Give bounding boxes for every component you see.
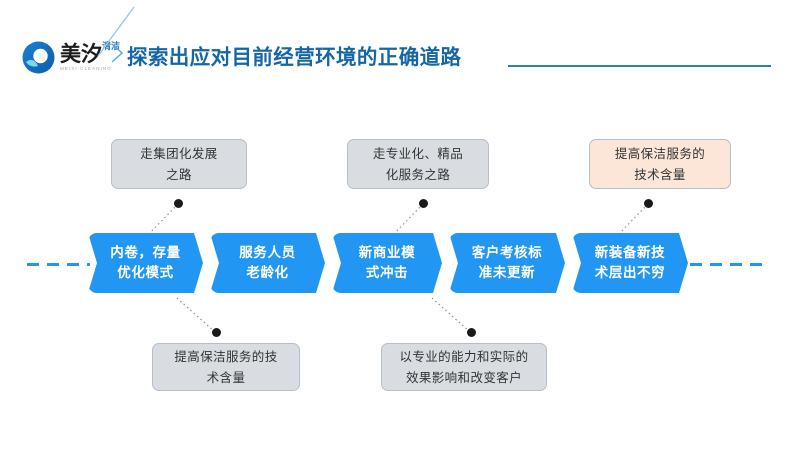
timeline-item-1[interactable]: 内卷，存量 优化模式 <box>88 233 203 293</box>
note-line-1: 走专业化、精品 <box>372 146 464 161</box>
note-line-1: 提高保洁服务的 <box>614 146 706 161</box>
note-card-bottom-2[interactable]: 以专业的能力和实际的 效果影响和改变客户 <box>381 343 547 391</box>
timeline-item-2[interactable]: 服务人员 老龄化 <box>210 233 325 293</box>
note-line-2: 之路 <box>166 167 192 182</box>
timeline-item-label-line1: 内卷，存量 <box>110 245 181 261</box>
note-card-top-1[interactable]: 走集团化发展 之路 <box>111 139 247 189</box>
timeline-item-label-line2: 准未更新 <box>478 265 536 281</box>
brand-logo-icon <box>22 41 55 74</box>
timeline-dashed-line-left <box>27 263 90 266</box>
timeline-item-label-line2: 式冲击 <box>365 265 409 281</box>
note-line-2: 技术含量 <box>634 167 686 182</box>
note-line-1: 走集团化发展 <box>140 146 218 161</box>
connector-dot <box>467 328 476 337</box>
note-card-bottom-1[interactable]: 提高保洁服务的技 术含量 <box>152 343 300 391</box>
note-line-1: 以专业的能力和实际的 <box>399 349 529 364</box>
note-line-2: 效果影响和改变客户 <box>405 370 523 385</box>
connector-bottom-2 <box>430 296 500 344</box>
timeline-item-4[interactable]: 客户考核标 准未更新 <box>449 233 565 293</box>
connector-dot <box>212 328 221 337</box>
timeline-item-label-line2: 术层出不穷 <box>594 265 666 281</box>
brand-name-cn: 美汐 <box>60 42 102 66</box>
slide-header: 美汐清洁 MEIXI CLEANING 探索出应对目前经营环境的正确道路 <box>0 0 800 90</box>
page-title: 探索出应对目前经营环境的正确道路 <box>127 45 462 69</box>
note-line-2: 化服务之路 <box>385 167 451 182</box>
timeline-item-label-line1: 新装备新技 <box>594 245 666 261</box>
brand-name-en: MEIXI CLEANING <box>60 66 112 71</box>
timeline-item-5[interactable]: 新装备新技 术层出不穷 <box>572 233 688 293</box>
note-card-top-2[interactable]: 走专业化、精品 化服务之路 <box>347 139 489 189</box>
note-card-top-3[interactable]: 提高保洁服务的 技术含量 <box>589 139 731 189</box>
note-line-1: 提高保洁服务的技 <box>174 349 278 364</box>
header-diagonal-line-icon <box>96 6 136 58</box>
connector-dot <box>644 199 653 208</box>
timeline-item-label-line2: 老龄化 <box>246 265 289 281</box>
connector-bottom-1 <box>175 296 245 344</box>
connector-dot <box>419 199 428 208</box>
header-chevron-icon <box>110 42 124 64</box>
timeline-item-3[interactable]: 新商业模 式冲击 <box>332 233 442 293</box>
note-line-2: 术含量 <box>206 370 246 385</box>
timeline-dashed-line-right <box>690 263 766 266</box>
timeline-item-label-line2: 优化模式 <box>117 265 174 281</box>
timeline-item-label-line1: 新商业模 <box>358 245 416 261</box>
title-underline-rule <box>508 65 771 67</box>
timeline-item-label-line1: 客户考核标 <box>471 245 543 261</box>
brand-wordmark: 美汐清洁 MEIXI CLEANING <box>60 43 122 73</box>
connector-dot <box>174 199 183 208</box>
brand-name-cn-small: 清洁 <box>102 42 121 52</box>
timeline-item-label-line1: 服务人员 <box>239 245 296 261</box>
